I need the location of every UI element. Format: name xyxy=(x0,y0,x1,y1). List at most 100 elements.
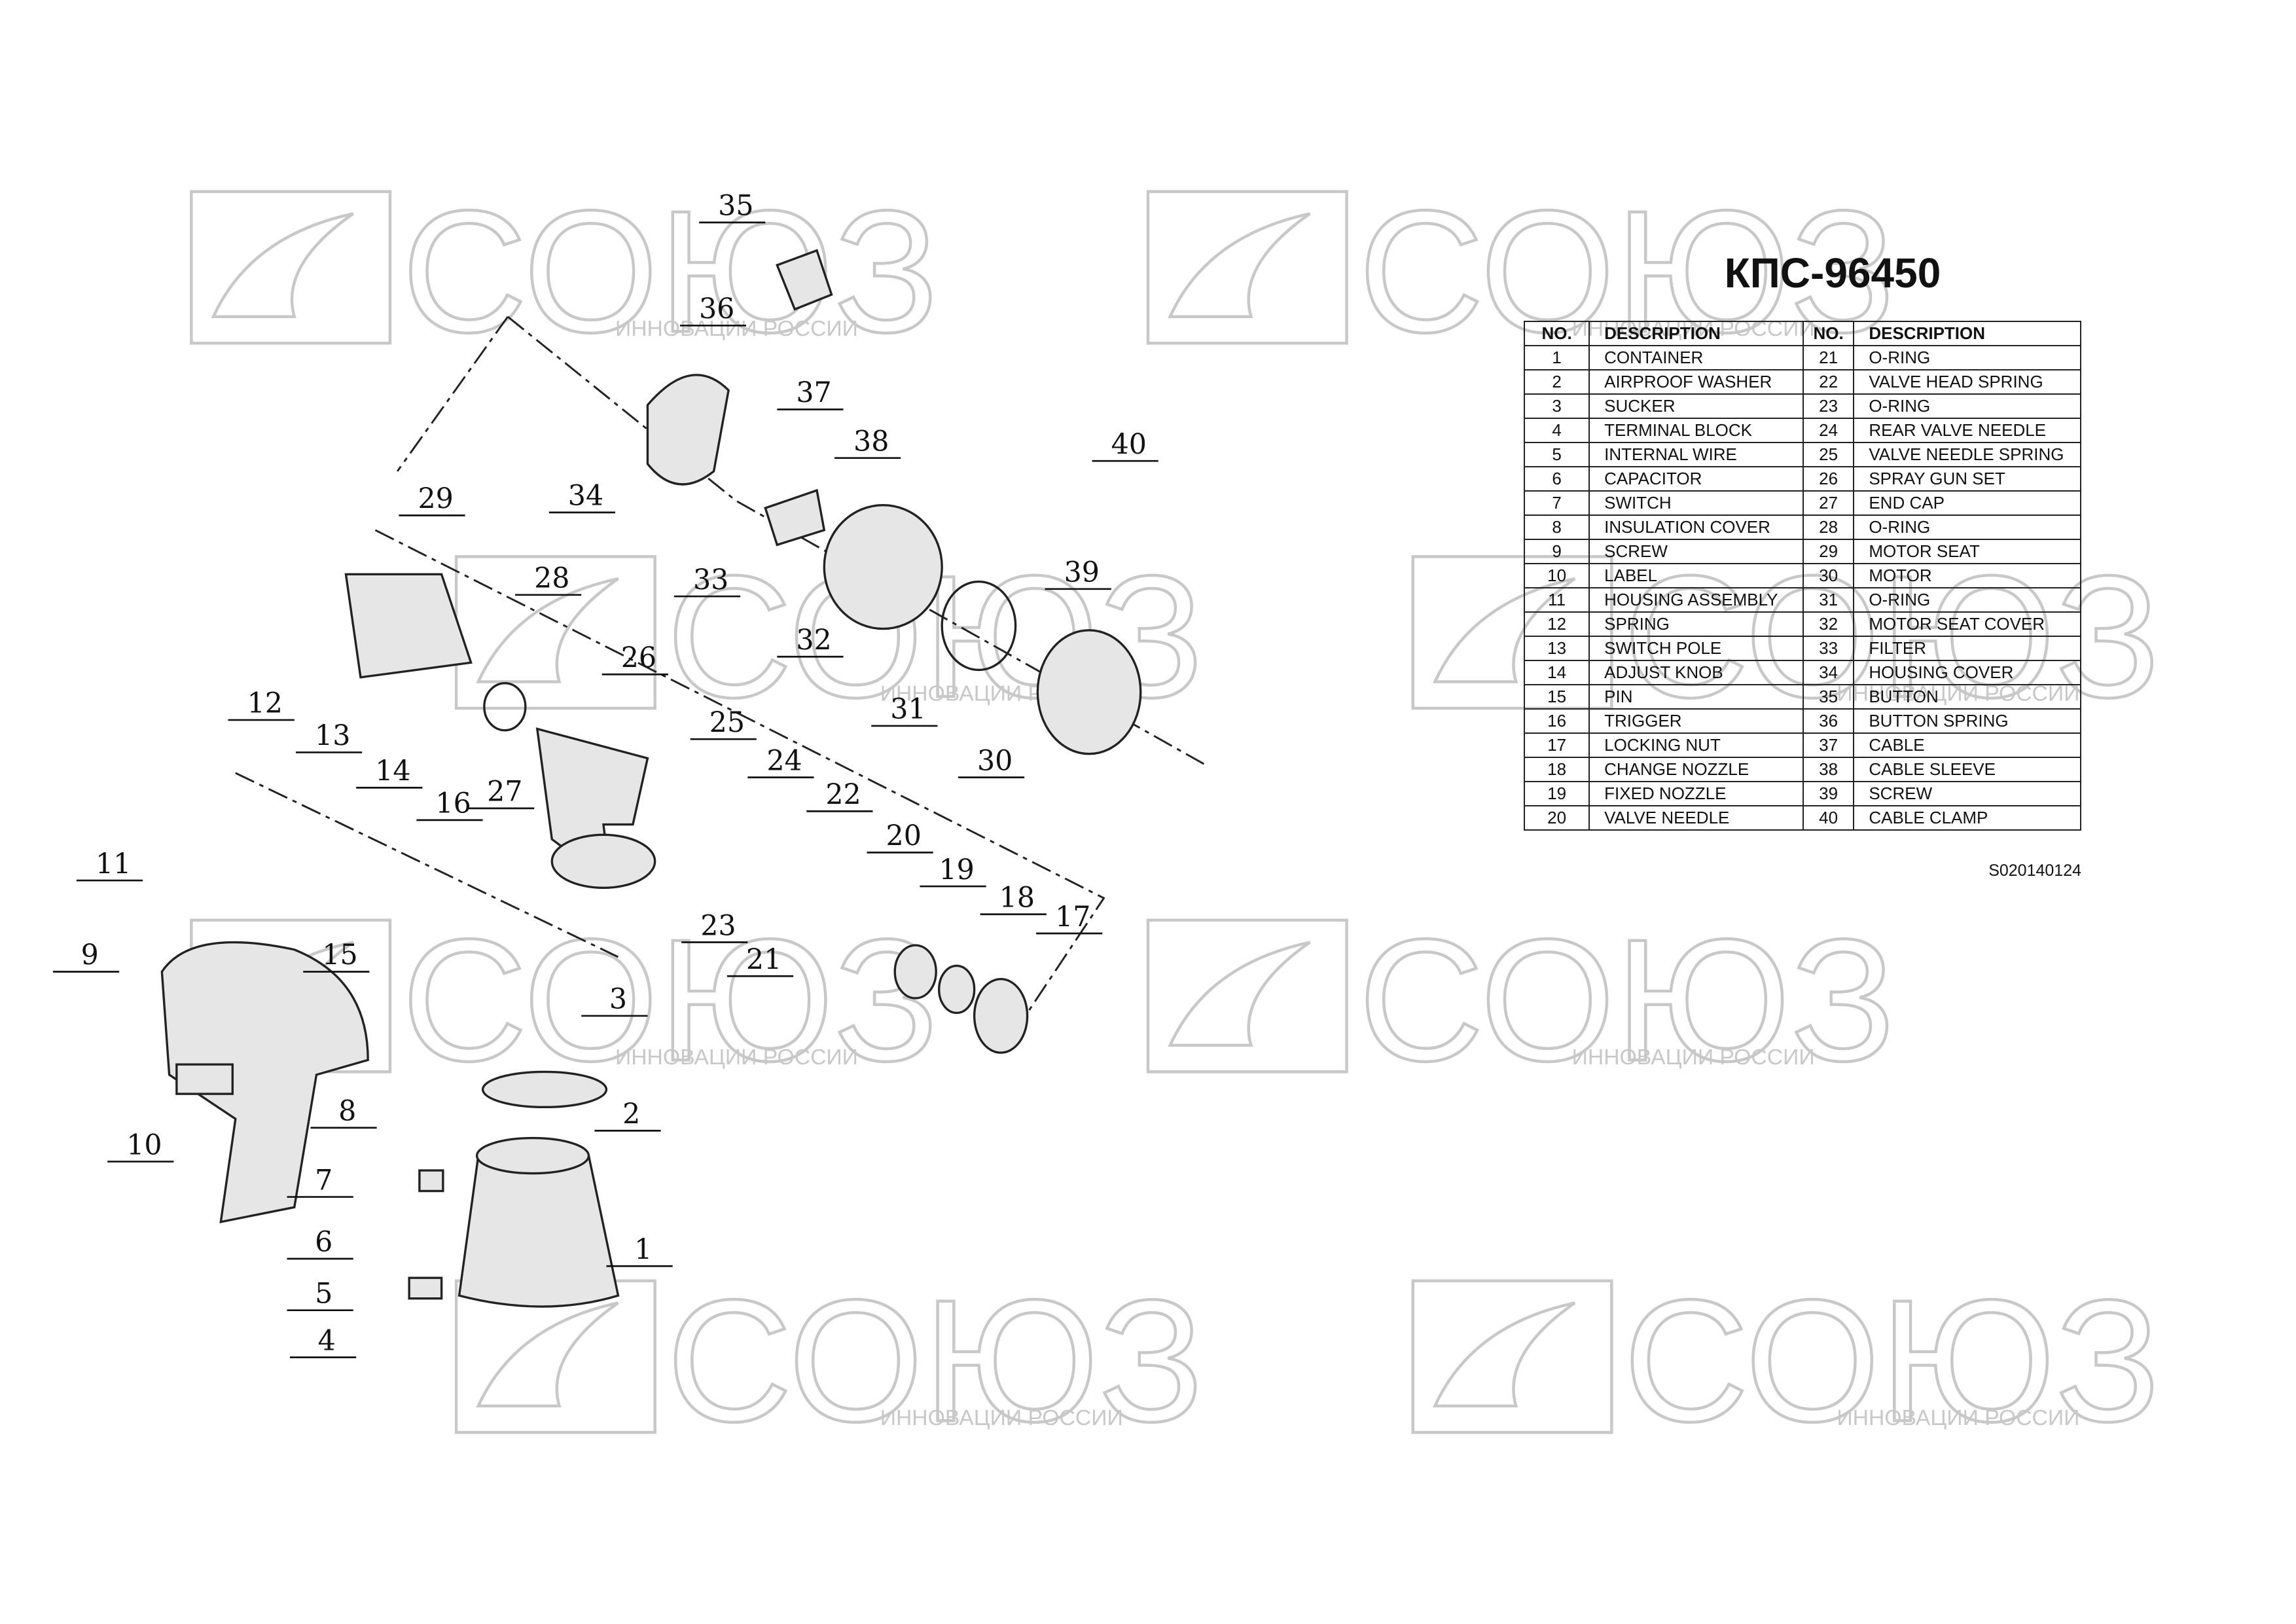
callout-number: 18 xyxy=(999,882,1035,914)
part-number: 12 xyxy=(1523,611,1590,637)
part-description: HOUSING ASSEMBLY xyxy=(1588,587,1804,613)
callout-number: 3 xyxy=(609,983,627,1016)
part-description: PIN xyxy=(1588,684,1804,710)
callout-number: 5 xyxy=(315,1277,332,1310)
callout-number: 13 xyxy=(315,719,350,752)
watermark-text: СОЮЗ xyxy=(667,1264,1204,1458)
part-number: 39 xyxy=(1802,781,1855,806)
part-number: 8 xyxy=(1523,514,1590,540)
assembly-drawing xyxy=(160,249,1208,1308)
switch-part xyxy=(418,1169,444,1193)
button-part xyxy=(776,249,833,311)
callout-number: 38 xyxy=(853,425,889,458)
housing-cover-part xyxy=(646,374,730,486)
part-number: 36 xyxy=(1802,708,1855,734)
callout-number: 14 xyxy=(375,755,410,787)
callout-number: 34 xyxy=(568,480,603,513)
part-number: 40 xyxy=(1802,805,1855,831)
part-number: 37 xyxy=(1802,732,1855,758)
part-description: VALVE NEEDLE SPRING xyxy=(1853,442,2081,467)
callout-number: 27 xyxy=(487,776,522,808)
part-number: 23 xyxy=(1802,393,1855,419)
part-number: 14 xyxy=(1523,660,1590,685)
part-description: VALVE NEEDLE xyxy=(1588,805,1804,831)
motor-seat-part xyxy=(344,573,473,679)
callout-number: 35 xyxy=(718,190,753,223)
part-description: HOUSING COVER xyxy=(1853,660,2081,685)
part-description: CONTAINER xyxy=(1588,345,1804,370)
part-number: 25 xyxy=(1802,442,1855,467)
callout-number: 8 xyxy=(338,1095,356,1128)
callout-number: 6 xyxy=(315,1226,332,1259)
part-description: SPRAY GUN SET xyxy=(1853,466,2081,492)
part-number: 34 xyxy=(1802,660,1855,685)
part-description: LABEL xyxy=(1588,563,1804,588)
part-description: INSULATION COVER xyxy=(1588,514,1804,540)
o-ring-part xyxy=(941,580,1017,672)
part-description: MOTOR xyxy=(1853,563,2081,588)
part-description: SPRING xyxy=(1588,611,1804,637)
part-description: MOTOR SEAT xyxy=(1853,539,2081,564)
part-number: 32 xyxy=(1802,611,1855,637)
part-description: MOTOR SEAT COVER xyxy=(1853,611,2081,637)
callout-number: 30 xyxy=(977,744,1013,777)
part-description: SUCKER xyxy=(1588,393,1804,419)
change-nozzle-part xyxy=(937,964,976,1015)
part-description: TRIGGER xyxy=(1588,708,1804,734)
container-part xyxy=(457,1154,620,1308)
part-number: 1 xyxy=(1523,345,1590,370)
filter-part xyxy=(764,488,826,547)
container-rim-part xyxy=(475,1136,590,1175)
part-description: END CAP xyxy=(1853,490,2081,516)
part-number: 10 xyxy=(1523,563,1590,588)
part-description: FIXED NOZZLE xyxy=(1588,781,1804,806)
part-description: CAPACITOR xyxy=(1588,466,1804,492)
model-title: КПС-96450 xyxy=(1724,249,1941,297)
document-code: S020140124 xyxy=(1988,861,2081,880)
part-number: NO. xyxy=(1523,321,1590,346)
part-number: 6 xyxy=(1523,466,1590,492)
part-number: 2 xyxy=(1523,369,1590,395)
part-description: BUTTON xyxy=(1853,684,2081,710)
callout-number: 31 xyxy=(890,693,925,726)
label-part xyxy=(175,1063,234,1095)
motor-part xyxy=(1036,629,1142,755)
callout-number: 39 xyxy=(1064,556,1100,589)
callout-number: 37 xyxy=(796,376,831,409)
part-number: 35 xyxy=(1802,684,1855,710)
part-number: 4 xyxy=(1523,418,1590,443)
part-description: SCREW xyxy=(1853,781,2081,806)
callout-number: 1 xyxy=(634,1233,652,1266)
part-description: DESCRIPTION xyxy=(1853,321,2081,346)
watermark-text: СОЮЗ xyxy=(1623,1264,2161,1458)
callout-number: 28 xyxy=(534,562,569,595)
part-number: 31 xyxy=(1802,587,1855,613)
watermark-subtitle: ИННОВАЦИИ РОССИИ xyxy=(880,1405,1123,1430)
terminal-block-part xyxy=(408,1276,443,1300)
watermark-text: СОЮЗ xyxy=(402,903,939,1097)
part-description: O-RING xyxy=(1853,514,2081,540)
part-number: 16 xyxy=(1523,708,1590,734)
part-description: AIRPROOF WASHER xyxy=(1588,369,1804,395)
callout-number: 7 xyxy=(315,1164,332,1197)
spray-gun-base-part xyxy=(550,833,656,889)
part-number: 5 xyxy=(1523,442,1590,467)
part-number: 11 xyxy=(1523,587,1590,613)
part-number: 20 xyxy=(1523,805,1590,831)
part-description: REAR VALVE NEEDLE xyxy=(1853,418,2081,443)
callout-number: 40 xyxy=(1111,428,1147,461)
